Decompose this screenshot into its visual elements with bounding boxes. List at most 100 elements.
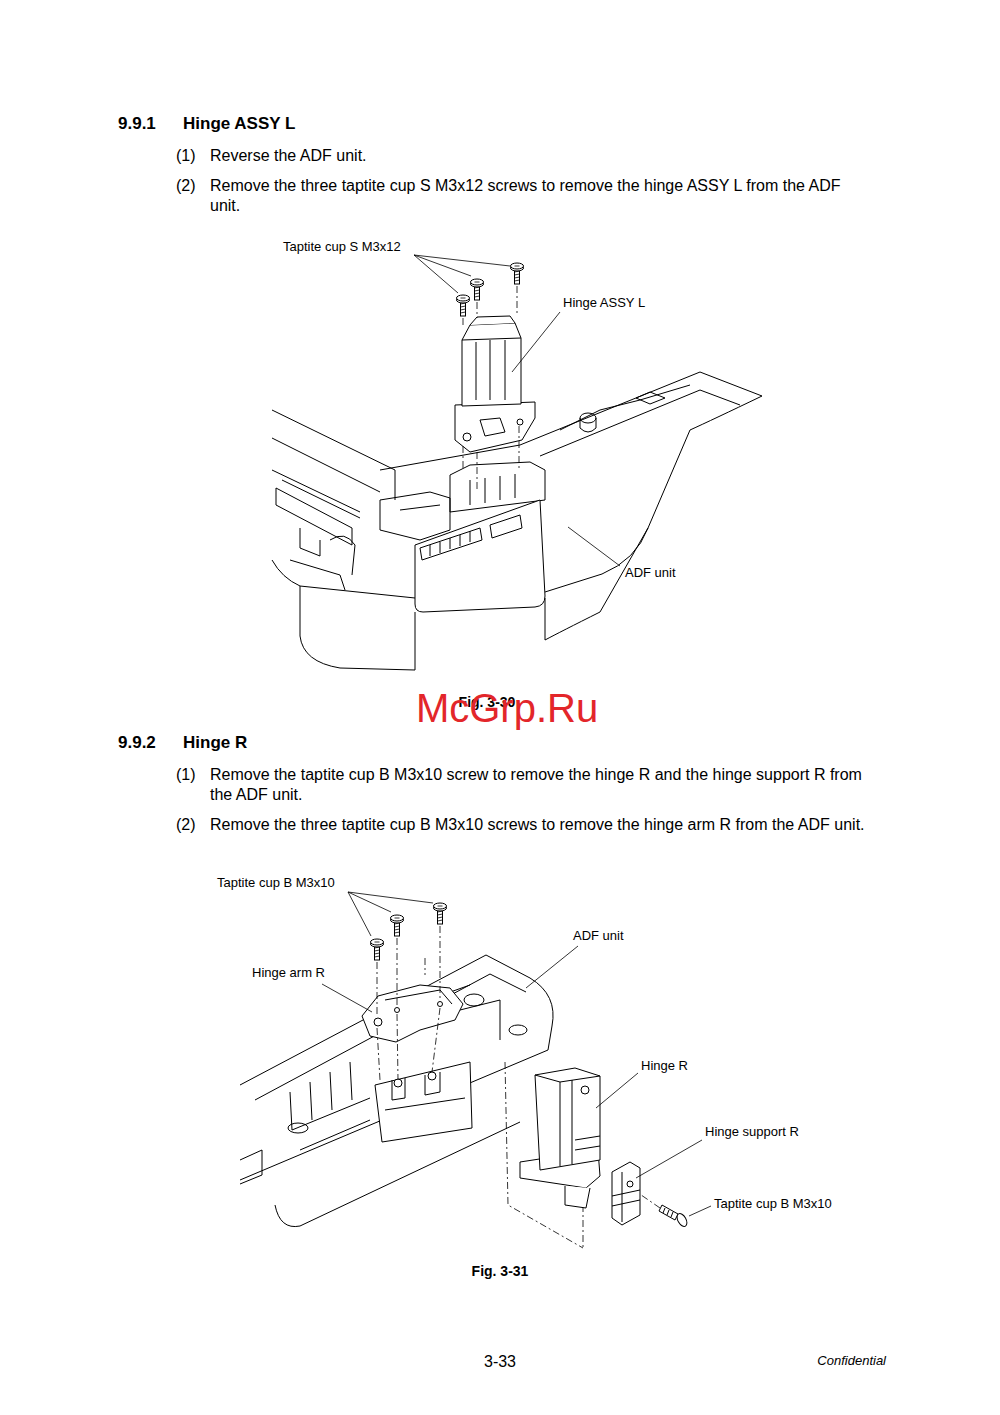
screw <box>434 903 447 924</box>
part-label: ADF unit <box>573 927 624 945</box>
hinge-mount <box>385 1098 465 1110</box>
step-number: (1) <box>176 146 196 166</box>
adf-unit-body <box>580 418 596 432</box>
adf-unit-body <box>380 492 450 540</box>
adf-unit-body <box>240 955 553 1227</box>
screw <box>457 295 470 316</box>
part-label: Hinge R <box>641 1057 688 1075</box>
adf-front-cover <box>420 528 482 560</box>
adf-unit-body <box>520 372 762 445</box>
hinge-r <box>535 1068 600 1170</box>
step-text: Reverse the ADF unit. <box>210 146 850 166</box>
hinge-r <box>575 1136 600 1150</box>
screw-path <box>377 962 380 1080</box>
hinge-assy-l <box>455 316 535 452</box>
adf-unit-body <box>240 1050 548 1180</box>
adf-unit-body <box>380 445 520 470</box>
section-heading: Hinge ASSY L <box>183 114 295 134</box>
leader-line <box>414 255 510 266</box>
screw <box>511 263 524 284</box>
adf-unit-body <box>580 413 596 423</box>
figure-caption: Fig. 3-31 <box>440 1262 560 1280</box>
part-label: Hinge arm R <box>252 964 325 982</box>
screw-path <box>463 318 464 470</box>
screw <box>371 903 447 960</box>
hinge-arm-r <box>374 1018 382 1026</box>
leader-line <box>348 892 433 903</box>
part-label: Taptite cup B M3x10 <box>714 1195 832 1213</box>
adf-unit-body <box>545 528 648 640</box>
part-label: Hinge support R <box>705 1123 799 1141</box>
hinge-assy-l <box>517 419 523 425</box>
screw <box>659 1205 689 1228</box>
adf-unit-body <box>509 1025 527 1035</box>
hinge-mount <box>392 1072 440 1100</box>
screw-path <box>477 302 478 490</box>
hinge-mount <box>375 1062 472 1142</box>
part-label: Hinge ASSY L <box>563 294 645 312</box>
part-label: Taptite cup S M3x12 <box>283 238 401 256</box>
hinge-assy-l <box>462 323 521 406</box>
screw <box>675 1212 689 1228</box>
leader-line <box>414 255 458 293</box>
step-text: Remove the taptite cup B M3x10 screw to … <box>210 765 878 805</box>
adf-unit-body <box>300 528 320 556</box>
hinge-r <box>565 1186 590 1208</box>
hinge-r <box>520 1068 600 1208</box>
adf-unit-body <box>464 994 484 1006</box>
step-text: Remove the three taptite cup S M3x12 scr… <box>210 176 850 216</box>
step-number: (2) <box>176 815 196 835</box>
part-label: ADF unit <box>625 564 676 582</box>
hinge-assy-l <box>480 418 505 436</box>
adf-unit-body <box>272 438 380 492</box>
hinge-assy-l <box>462 338 521 400</box>
section-number: 9.9.1 <box>118 114 156 134</box>
hinge-support-r <box>627 1181 633 1187</box>
leader-line <box>526 946 578 988</box>
screw <box>391 915 404 936</box>
hinge-mount <box>428 1072 436 1080</box>
hinge-support-r <box>612 1162 640 1225</box>
adf-unit-body <box>282 480 360 518</box>
adf-unit-body <box>415 612 416 670</box>
hinge-mount <box>394 1079 402 1087</box>
adf-unit-body <box>300 586 415 670</box>
leader-line <box>596 1073 638 1108</box>
screw-path <box>425 958 426 975</box>
leader-line <box>689 1206 711 1216</box>
leader-line <box>322 984 372 1012</box>
leader-line <box>348 892 371 936</box>
adf-unit-body <box>460 1000 500 1040</box>
screw-path <box>432 926 440 1072</box>
adf-unit-body <box>400 505 440 510</box>
adf-front-cover <box>490 515 522 538</box>
adf-unit-body <box>540 390 740 456</box>
leader-line <box>512 312 560 372</box>
adf-unit-body <box>290 1062 352 1130</box>
screw <box>659 1205 678 1220</box>
hinge-assy-l <box>463 433 471 441</box>
adf-unit-body <box>636 392 665 404</box>
screw <box>663 1208 673 1217</box>
adf-front-cover <box>415 500 545 612</box>
hinge-assy-l <box>455 402 535 452</box>
step-text: Remove the three taptite cup B M3x10 scr… <box>210 815 878 835</box>
adf-unit-body <box>272 372 762 670</box>
hinge-support-r <box>612 1162 640 1225</box>
adf-unit-body <box>240 1150 262 1184</box>
hinge-support-r <box>612 1172 640 1222</box>
adf-unit-body <box>288 1123 308 1133</box>
adf-unit-body <box>240 955 553 1085</box>
screw-path <box>517 286 519 470</box>
adf-unit-body <box>272 560 415 598</box>
adf-front-cover <box>430 531 470 556</box>
adf-unit-body <box>272 410 395 500</box>
hinge-arm-r <box>438 1002 443 1007</box>
screw <box>457 263 524 316</box>
screw-path <box>377 926 660 1248</box>
step-number: (2) <box>176 176 196 196</box>
hinge-r <box>581 1086 589 1094</box>
leader-line <box>322 892 711 1216</box>
adf-unit-body <box>545 396 762 592</box>
